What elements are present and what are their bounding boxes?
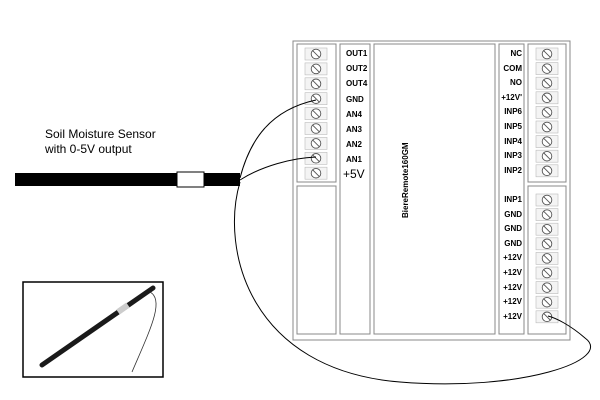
terminal-screw-icon [535, 281, 559, 294]
wire-gnd [239, 99, 317, 179]
right-bottom-label: GND [504, 238, 522, 248]
terminal-screw-icon [304, 92, 328, 105]
terminal-screw-icon [304, 77, 328, 91]
wire-an1 [239, 156, 317, 181]
left-label-an3: AN3 [346, 125, 363, 134]
sensor-caption-line2: with 0-5V output [45, 142, 132, 156]
right-top-label: INP2 [504, 165, 522, 175]
terminal-screw-icon [535, 62, 559, 75]
terminal-screw-icon [535, 193, 559, 207]
right-top-label: NO [510, 78, 522, 88]
right-bottom-label: +12V [503, 282, 522, 292]
sensor-caption-line1: Soil Moisture Sensor [45, 127, 156, 141]
right-bottom-label: GND [504, 209, 522, 219]
right-bottom-label: GND [504, 224, 522, 234]
right-bottom-label: +12V [503, 297, 522, 307]
right-bottom-label: +12V [503, 253, 522, 263]
terminal-screw-icon [304, 137, 328, 150]
terminal-screw-icon [535, 47, 559, 61]
terminal-screw-icon [535, 222, 559, 236]
terminal-screw-icon [535, 106, 559, 119]
board-name: BiereRemote160GM [401, 142, 410, 218]
terminal-screw-icon [535, 237, 559, 251]
left-label-strip [339, 43, 371, 335]
terminal-screw-icon [304, 122, 328, 135]
right-bottom-label: +12V [503, 311, 522, 321]
terminal-screw-icon [304, 47, 328, 61]
terminal-screw-icon [535, 266, 559, 280]
right-bottom-label: INP1 [504, 195, 522, 204]
right-top-label: COM [503, 63, 522, 73]
left-label-out1: OUT1 [346, 49, 368, 58]
left-label-out2: OUT2 [346, 64, 368, 74]
terminal-screw-icon [535, 91, 559, 105]
right-label-strip [498, 43, 525, 335]
terminal-screw-icon [535, 208, 559, 221]
right-top-label: INP3 [504, 151, 522, 161]
terminal-screw-icon [535, 120, 559, 134]
terminal-screw-icon [304, 152, 328, 165]
sensor-cable-band [176, 171, 205, 188]
terminal-screw-icon [535, 135, 559, 148]
left-label-out4: OUT4 [346, 79, 368, 89]
right-top-label: +12V' [501, 92, 522, 102]
terminal-screw-icon [535, 164, 559, 178]
right-top-label: INP6 [504, 107, 522, 117]
terminal-screw-icon [535, 295, 559, 309]
right-top-label: INP5 [504, 122, 522, 131]
terminal-screw-icon [304, 166, 328, 180]
right-top-label: NC [510, 49, 522, 58]
sensor-photo [22, 281, 164, 378]
left-label-an4: AN4 [346, 109, 363, 119]
right-bottom-label: +12V [503, 268, 522, 277]
terminal-screw-icon [304, 62, 328, 76]
terminal-screw-icon [535, 252, 559, 265]
terminal-screw-icon [535, 149, 559, 163]
left-label-an2: AN2 [346, 140, 363, 150]
left-label-gnd: GND [346, 94, 364, 104]
right-top-label: INP4 [504, 136, 522, 146]
terminal-screw-icon [304, 107, 328, 120]
center-panel [373, 43, 496, 335]
sensor-cable [15, 173, 240, 186]
left-label-an1: AN1 [346, 155, 363, 165]
voltage-label: +5V [343, 167, 365, 181]
terminal-screw-icon [535, 310, 559, 324]
wire-power [234, 181, 592, 385]
left-empty-block [296, 185, 337, 335]
terminal-screw-icon [535, 76, 559, 90]
